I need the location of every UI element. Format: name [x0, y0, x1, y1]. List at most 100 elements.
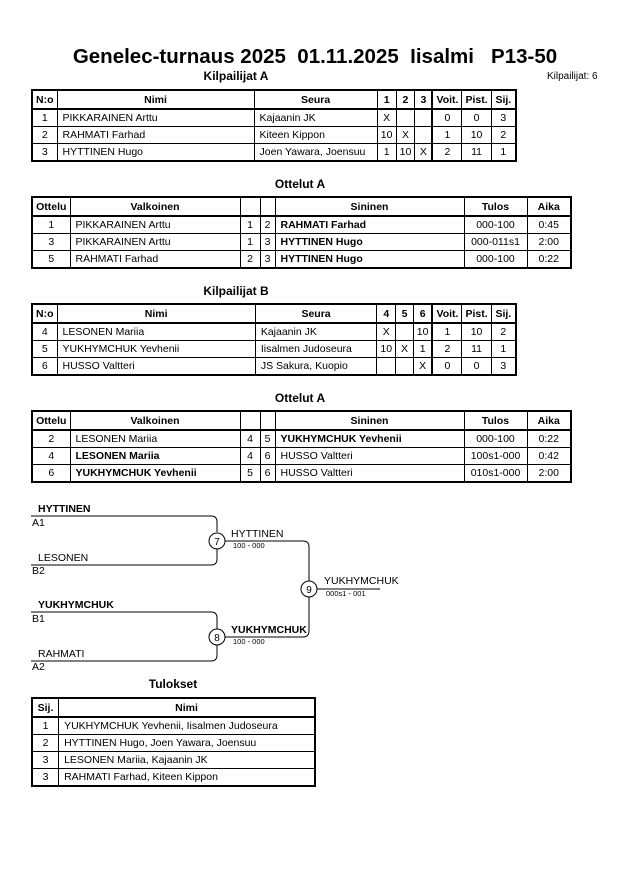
sf2-bottom-seed: A2: [32, 661, 45, 673]
col-header-points: Pist.: [461, 89, 492, 110]
white-number: 2: [239, 250, 261, 269]
bracket-line: [31, 515, 218, 532]
bracket-line: [225, 597, 310, 638]
result-name: LESONEN Mariia, Kajaanin JK: [58, 751, 316, 769]
wins-cell: 0: [431, 357, 463, 376]
match-time: 0:42: [526, 447, 572, 465]
table-row: 5 YUKHYMCHUK Yevhenii Iisalmen Judoseura…: [31, 340, 517, 358]
col-header-blue-no: [259, 196, 276, 217]
bracket-diagram: HYTTINEN A1 LESONEN B2 YUKHYMCHUK B1 RAH…: [31, 503, 399, 673]
score-cell: X: [414, 143, 433, 162]
bracket-line: [31, 611, 218, 629]
match-number: 4: [31, 447, 71, 465]
matches-a-heading: Ottelut A: [274, 177, 326, 191]
pool-b-header-row: N:o Nimi Seura 4 5 6 Voit. Pist. Sij.: [31, 303, 517, 324]
score-cell: X: [376, 322, 397, 341]
score-cell: 1: [412, 340, 433, 358]
col-header-no: N:o: [31, 89, 58, 110]
col-header-time: Aika: [526, 410, 572, 431]
col-header-time: Aika: [526, 196, 572, 217]
competitor-club: Kajaanin JK: [254, 322, 378, 341]
pool-a-header-row: N:o Nimi Seura 1 2 3 Voit. Pist. Sij.: [31, 89, 517, 110]
score-cell: 10: [376, 126, 397, 144]
points-cell: 11: [461, 340, 492, 358]
page-title: Genelec-turnaus 2025 01.11.2025 Iisalmi …: [72, 45, 558, 68]
score-cell: [414, 126, 433, 144]
sf1-top-seed: A1: [32, 517, 45, 529]
points-cell: 0: [461, 108, 492, 127]
col-header-4: 4: [376, 303, 397, 324]
competitor-club: Kajaanin JK: [253, 108, 378, 127]
score-cell: X: [376, 108, 397, 127]
score-cell: 1: [376, 143, 397, 162]
match-result: 000-100: [463, 215, 528, 234]
sf1-bottom-seed: B2: [32, 565, 45, 577]
table-row: 3 HYTTINEN Hugo Joen Yawara, Joensuu 1 1…: [31, 143, 517, 162]
place-cell: 2: [490, 126, 517, 144]
results-table: Sij. Nimi 1 YUKHYMCHUK Yevhenii, Iisalme…: [31, 697, 316, 787]
result-place: 1: [31, 716, 60, 735]
col-header-5: 5: [395, 303, 414, 324]
col-header-points: Pist.: [461, 303, 492, 324]
col-header-wins: Voit.: [431, 89, 463, 110]
white-competitor: PIKKARAINEN Arttu: [69, 233, 241, 251]
pool-a-table: N:o Nimi Seura 1 2 3 Voit. Pist. Sij. 1 …: [31, 89, 517, 162]
match-result: 000-100: [463, 250, 528, 269]
bracket-line: [225, 540, 310, 581]
white-number: 4: [239, 429, 261, 448]
blue-competitor: RAHMATI Farhad: [274, 215, 465, 234]
col-header-no: N:o: [31, 303, 58, 324]
match-7-score: 100 - 000: [233, 541, 265, 550]
results-header-row: Sij. Nimi: [31, 697, 316, 718]
competitor-no: 5: [31, 340, 58, 358]
wins-cell: 2: [431, 340, 463, 358]
result-name: YUKHYMCHUK Yevhenii, Iisalmen Judoseura: [58, 716, 316, 735]
blue-competitor: HUSSO Valtteri: [274, 464, 465, 483]
sf2-top-seed: B1: [32, 613, 45, 625]
col-header-blue-no: [259, 410, 276, 431]
match-time: 2:00: [526, 233, 572, 251]
competitor-name: HYTTINEN Hugo: [56, 143, 255, 162]
score-cell: X: [395, 340, 414, 358]
col-header-wins: Voit.: [431, 303, 463, 324]
table-row: 1 YUKHYMCHUK Yevhenii, Iisalmen Judoseur…: [31, 716, 316, 735]
place-cell: 3: [490, 108, 517, 127]
score-cell: X: [412, 357, 433, 376]
col-header-2: 2: [395, 89, 416, 110]
score-cell: 10: [376, 340, 397, 358]
competitor-no: 2: [31, 126, 58, 144]
competitor-name: LESONEN Mariia: [56, 322, 256, 341]
points-cell: 11: [461, 143, 492, 162]
place-cell: 2: [490, 322, 517, 341]
score-cell: [414, 108, 433, 127]
score-cell: 10: [395, 143, 416, 162]
pool-a-heading: Kilpailijat A: [203, 69, 269, 83]
matches-a-header-row: Ottelu Valkoinen Sininen Tulos Aika: [31, 196, 572, 217]
match-8-number: 8: [214, 633, 220, 644]
pool-b-table: N:o Nimi Seura 4 5 6 Voit. Pist. Sij. 4 …: [31, 303, 517, 376]
col-header-match: Ottelu: [31, 196, 71, 217]
competitor-no: 3: [31, 143, 58, 162]
table-row: 2 LESONEN Mariia 4 5 YUKHYMCHUK Yevhenii…: [31, 429, 572, 448]
match-time: 0:45: [526, 215, 572, 234]
score-cell: X: [395, 126, 416, 144]
col-header-blue: Sininen: [274, 196, 465, 217]
col-header-place: Sij.: [490, 89, 517, 110]
match-number: 6: [31, 464, 71, 483]
competitor-club: JS Sakura, Kuopio: [254, 357, 378, 376]
sf2-top-name: YUKHYMCHUK: [38, 599, 114, 611]
white-competitor: LESONEN Mariia: [69, 447, 241, 465]
col-header-white: Valkoinen: [69, 196, 241, 217]
competitor-name: RAHMATI Farhad: [56, 126, 255, 144]
sf1-top-name: HYTTINEN: [38, 503, 91, 515]
match-time: 2:00: [526, 464, 572, 483]
blue-competitor: HYTTINEN Hugo: [274, 250, 465, 269]
match-result: 000-100: [463, 429, 528, 448]
white-number: 1: [239, 215, 261, 234]
col-header-place: Sij.: [490, 303, 517, 324]
col-header-place: Sij.: [31, 697, 60, 718]
competitor-count: Kilpailijat: 6: [547, 71, 598, 82]
points-cell: 10: [461, 322, 492, 341]
competitor-no: 6: [31, 357, 58, 376]
match-8-winner: YUKHYMCHUK: [231, 624, 307, 636]
